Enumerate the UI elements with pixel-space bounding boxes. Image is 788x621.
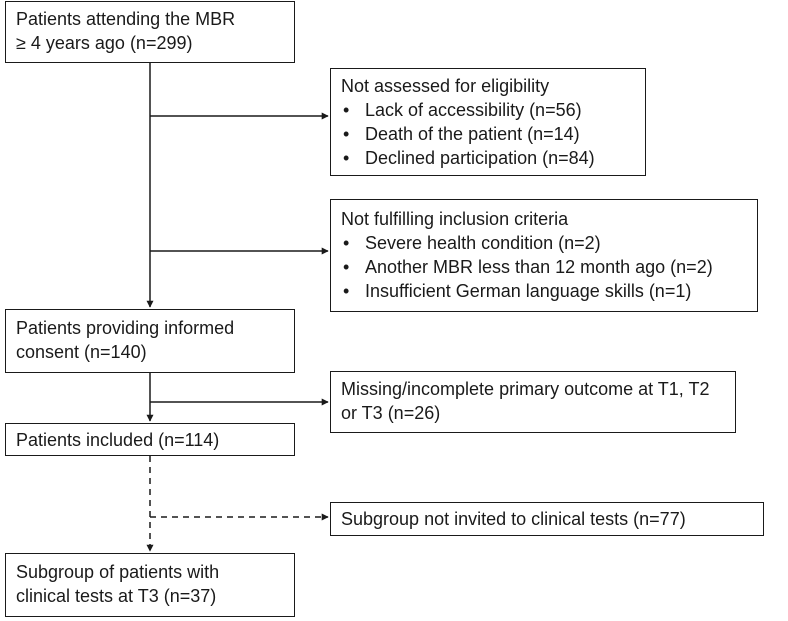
box-informed-consent-line2: consent (n=140) — [16, 342, 147, 362]
box-not-assessed-title: Not assessed for eligibility — [341, 76, 550, 96]
not-assessed-item: Declined participation (n=84) — [341, 146, 635, 170]
box-not-fulfilling: Not fulfilling inclusion criteria Severe… — [330, 199, 758, 312]
box-patients-attending-line1: Patients attending the MBR — [16, 9, 236, 29]
not-assessed-item: Lack of accessibility (n=56) — [341, 98, 635, 122]
box-patients-attending-line2: ≥ 4 years ago (n=299) — [16, 33, 193, 53]
box-missing-outcome-line1: Missing/incomplete primary outcome at T1… — [341, 379, 710, 399]
box-patients-attending: Patients attending the MBR ≥ 4 years ago… — [5, 1, 295, 63]
box-missing-outcome-line2: or T3 (n=26) — [341, 403, 441, 423]
not-assessed-item: Death of the patient (n=14) — [341, 122, 635, 146]
box-not-invited-line1: Subgroup not invited to clinical tests (… — [341, 509, 686, 529]
not-assessed-list: Lack of accessibility (n=56) Death of th… — [341, 98, 635, 170]
box-subgroup-clinical-tests: Subgroup of patients with clinical tests… — [5, 553, 295, 617]
not-fulfilling-item: Insufficient German language skills (n=1… — [341, 279, 747, 303]
box-patients-included: Patients included (n=114) — [5, 423, 295, 456]
box-patients-included-line1: Patients included (n=114) — [16, 430, 220, 450]
box-not-assessed: Not assessed for eligibility Lack of acc… — [330, 68, 646, 176]
not-fulfilling-list: Severe health condition (n=2) Another MB… — [341, 231, 747, 303]
box-not-invited: Subgroup not invited to clinical tests (… — [330, 502, 764, 536]
box-missing-outcome: Missing/incomplete primary outcome at T1… — [330, 371, 736, 433]
box-not-fulfilling-title: Not fulfilling inclusion criteria — [341, 209, 569, 229]
not-fulfilling-item: Severe health condition (n=2) — [341, 231, 747, 255]
box-informed-consent: Patients providing informed consent (n=1… — [5, 309, 295, 373]
box-informed-consent-line1: Patients providing informed — [16, 318, 235, 338]
not-fulfilling-item: Another MBR less than 12 month ago (n=2) — [341, 255, 747, 279]
box-subgroup-line2: clinical tests at T3 (n=37) — [16, 586, 217, 606]
box-subgroup-line1: Subgroup of patients with — [16, 562, 220, 582]
